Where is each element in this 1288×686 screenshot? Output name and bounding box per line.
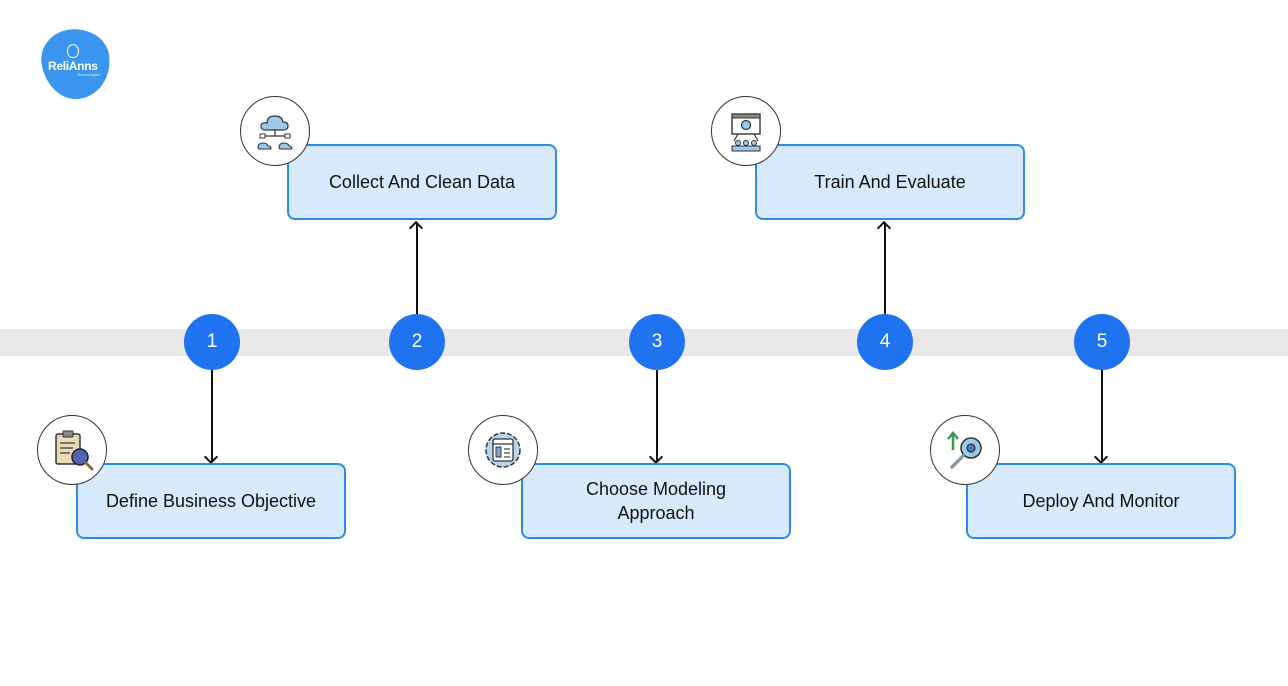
step-number-3: 3 bbox=[629, 314, 685, 370]
step-number-2: 2 bbox=[389, 314, 445, 370]
step-label-1: Define Business Objective bbox=[105, 491, 317, 511]
step-number-1: 1 bbox=[184, 314, 240, 370]
connector-arrow-2 bbox=[416, 223, 418, 316]
lightbulb-icon bbox=[67, 44, 79, 58]
step-number-5: 5 bbox=[1074, 314, 1130, 370]
gear-document-icon bbox=[468, 415, 538, 485]
cloud-network-icon bbox=[240, 96, 310, 166]
step-number-4: 4 bbox=[857, 314, 913, 370]
clipboard-magnifier-icon bbox=[37, 415, 107, 485]
step-label-3: Choose Modeling Approach bbox=[585, 479, 727, 523]
step-label-2: Collect And Clean Data bbox=[328, 172, 516, 192]
presentation-board-icon bbox=[711, 96, 781, 166]
connector-arrow-1 bbox=[211, 370, 213, 462]
step-card-2: Collect And Clean Data bbox=[287, 144, 557, 220]
logo-text: ReliAnns bbox=[48, 59, 98, 73]
step-card-3: Choose Modeling Approach bbox=[521, 463, 791, 539]
connector-arrow-4 bbox=[884, 223, 886, 316]
step-card-4: Train And Evaluate bbox=[755, 144, 1025, 220]
step-label-5: Deploy And Monitor bbox=[1022, 491, 1180, 511]
logo-subtext: Technologies bbox=[77, 72, 101, 77]
connector-arrow-5 bbox=[1101, 370, 1103, 462]
connector-arrow-3 bbox=[656, 370, 658, 462]
step-label-4: Train And Evaluate bbox=[814, 172, 966, 192]
step-card-1: Define Business Objective bbox=[76, 463, 346, 539]
step-card-5: Deploy And Monitor bbox=[966, 463, 1236, 539]
magnifier-gear-arrow-icon bbox=[930, 415, 1000, 485]
